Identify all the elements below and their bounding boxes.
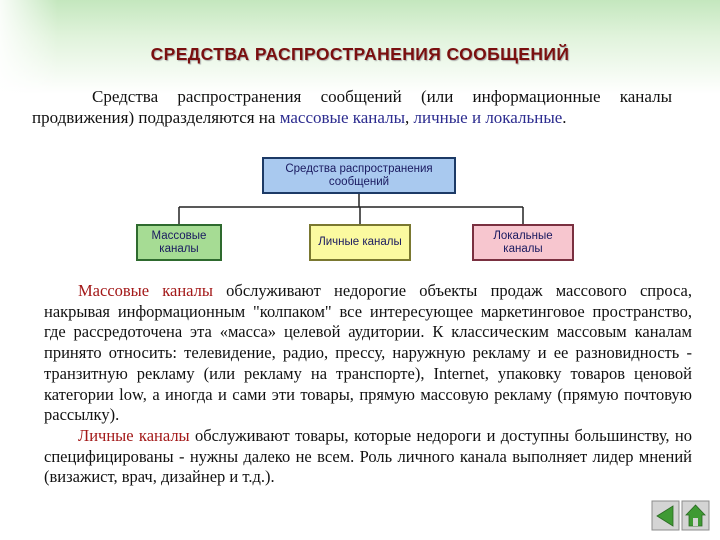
diagram-personal-channels-box: Личные каналы [309, 224, 411, 261]
intro-text: Средства распространения сообщений (или … [32, 87, 672, 127]
intro-period: . [562, 108, 567, 127]
slide-nav-buttons [651, 500, 711, 532]
header-fade [0, 0, 58, 94]
back-arrow-icon[interactable] [651, 500, 680, 531]
intro-personal-channels: личные [413, 108, 468, 127]
intro-comma: , [405, 108, 410, 127]
mass-channels-term: Массовые каналы [78, 281, 213, 300]
diagram-local-channels-box: Локальные каналы [472, 224, 574, 261]
slide-title: СРЕДСТВА РАСПРОСТРАНЕНИЯ СООБЩЕНИЙ [150, 44, 570, 64]
diagram-root-box: Средства распространения сообщений [262, 157, 456, 194]
personal-channels-term: Личные каналы [78, 425, 190, 445]
home-icon[interactable] [681, 500, 710, 531]
intro-paragraph: Средства распространения сообщений (или … [32, 86, 672, 128]
diagram-mass-channels-box: Массовые каналы [136, 224, 222, 261]
header-band [0, 0, 720, 94]
intro-mass-channels: массовые каналы [279, 108, 405, 127]
personal-channels-text: обслуживают товары, которые недороги и д… [44, 425, 692, 487]
personal-channels-paragraph: Личные каналы обслуживают товары, которы… [44, 426, 692, 488]
mass-channels-text: обслуживают недорогие объекты продаж мас… [44, 281, 693, 425]
intro-and: и [471, 108, 482, 127]
intro-local-channels: локальные [485, 108, 563, 127]
mass-channels-paragraph: Массовые каналы обслуживают недорогие об… [44, 281, 692, 426]
body-text: Массовые каналы обслуживают недорогие об… [44, 281, 692, 488]
